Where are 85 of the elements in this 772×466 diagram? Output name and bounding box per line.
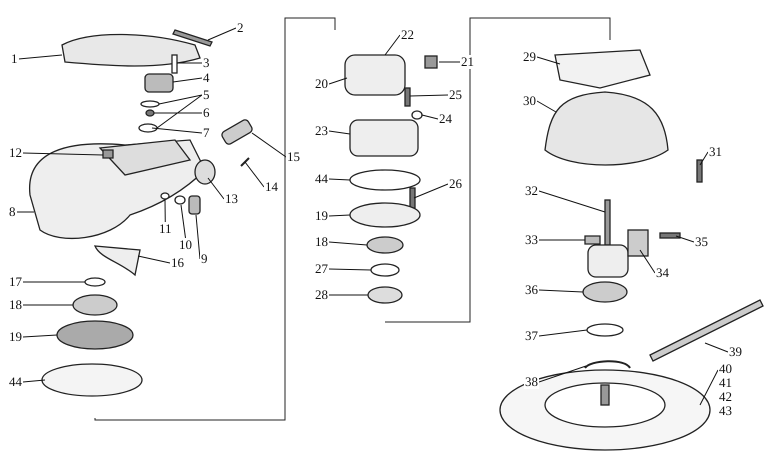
callout-number: 23 — [314, 124, 329, 138]
leader-line — [328, 294, 368, 296]
callout-number: 7 — [202, 126, 210, 140]
callout-number: 10 — [178, 238, 193, 252]
callout-number: 21 — [460, 55, 475, 69]
leader-line — [22, 152, 104, 156]
leader-line — [138, 256, 170, 264]
leader-line — [164, 200, 166, 222]
callout-number: 11 — [158, 222, 173, 236]
callout-number: 17 — [8, 275, 23, 289]
leader-line — [208, 28, 236, 40]
leader-line — [328, 214, 350, 216]
callout-number: 28 — [314, 288, 329, 302]
leader-line — [640, 250, 656, 274]
callout-number: 9 — [200, 252, 208, 266]
leader-line — [536, 100, 556, 112]
leader-line — [328, 130, 350, 134]
leader-line — [410, 94, 448, 96]
callout-number: 39 — [728, 345, 743, 359]
callout-number: 34 — [655, 266, 670, 280]
callout-number: 37 — [524, 329, 539, 343]
callout-number: 14 — [264, 180, 279, 194]
callout-number: 29 — [522, 50, 537, 64]
callout-number: 22 — [400, 28, 415, 42]
callout-number: 38 — [524, 375, 539, 389]
callout-number: 32 — [524, 184, 539, 198]
leader-line — [154, 112, 202, 114]
leader-line — [22, 380, 46, 382]
leader-line — [156, 94, 202, 128]
leader-line — [18, 54, 62, 60]
leader-line — [536, 56, 560, 64]
callout-number: 44 — [314, 172, 329, 186]
callout-number: 26 — [448, 177, 463, 191]
leader-line — [152, 128, 202, 134]
callout-number: 12 — [8, 146, 23, 160]
leader-line — [328, 268, 372, 270]
callout-number: 15 — [286, 150, 301, 164]
callout-number: 8 — [8, 205, 16, 219]
leader-line — [538, 190, 606, 212]
leader-line — [422, 114, 438, 120]
leader-line — [22, 334, 58, 338]
callout-number: 24 — [438, 112, 453, 126]
callout-number: 35 — [694, 235, 709, 249]
leader-line — [704, 342, 728, 352]
callout-number: 30 — [522, 94, 537, 108]
leader-line — [22, 304, 74, 306]
callout-number: 18 — [314, 235, 329, 249]
callout-number: 27 — [314, 262, 329, 276]
callout-number: 18 — [8, 298, 23, 312]
callout-number: 5 — [202, 88, 210, 102]
leader-line — [244, 162, 264, 188]
callout-number: 19 — [314, 209, 329, 223]
leader-line — [208, 178, 224, 200]
leader-line — [700, 152, 708, 166]
leader-line — [328, 242, 368, 246]
callout-number: 40 41 42 43 — [718, 362, 733, 418]
callout-number: 20 — [314, 77, 329, 91]
callout-number: 3 — [202, 56, 210, 70]
leader-line — [676, 236, 694, 242]
callout-number: 6 — [202, 106, 210, 120]
leader-line — [328, 78, 348, 84]
leader-line — [700, 370, 718, 406]
callout-number: 44 — [8, 375, 23, 389]
callout-number: 19 — [8, 330, 23, 344]
callout-number: 4 — [202, 71, 210, 85]
leader-line — [252, 132, 286, 158]
leader-line — [172, 78, 202, 82]
leader-line — [414, 184, 448, 198]
callout-number: 13 — [224, 192, 239, 206]
leader-line — [538, 330, 588, 336]
callout-number: 16 — [170, 256, 185, 270]
leader-line — [180, 204, 186, 238]
callout-number: 31 — [708, 145, 723, 159]
leader-line — [176, 62, 202, 64]
callout-number: 25 — [448, 88, 463, 102]
leader-line — [538, 366, 586, 382]
callout-number: 2 — [236, 21, 244, 35]
leader-line — [384, 34, 400, 56]
callout-number: 33 — [524, 233, 539, 247]
leader-line — [328, 178, 350, 180]
leader-line — [158, 94, 202, 104]
callout-number: 1 — [10, 52, 18, 66]
leader-line — [196, 214, 200, 260]
callout-number: 36 — [524, 283, 539, 297]
leader-line — [538, 290, 584, 292]
